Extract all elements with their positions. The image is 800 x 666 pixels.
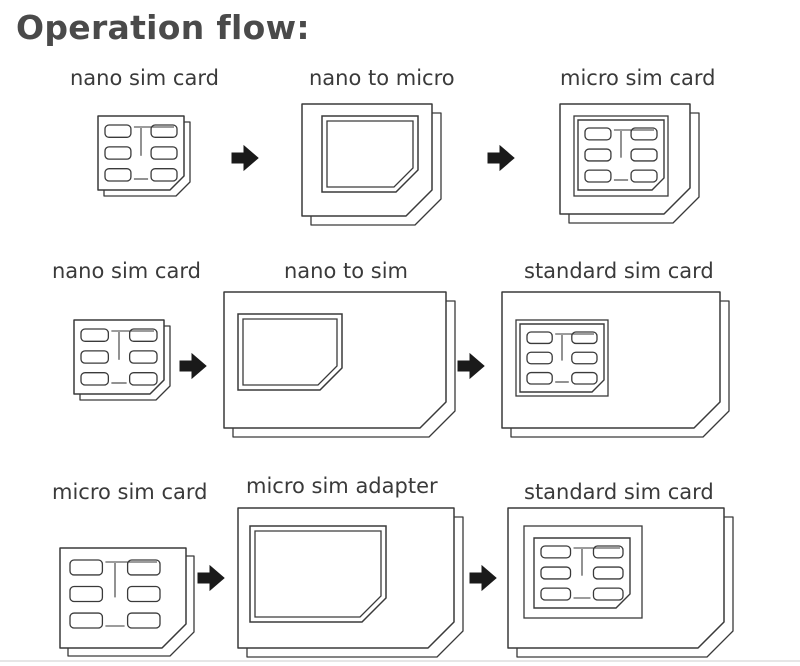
nano-to-sim-adapter-icon [223, 291, 456, 438]
row3-source-label: micro sim card [52, 480, 208, 504]
row1-source-label: nano sim card [70, 66, 219, 90]
standard-sim-card-icon [501, 291, 730, 438]
row3-result-label: standard sim card [524, 480, 714, 504]
row2-source-label: nano sim card [52, 259, 201, 283]
row1-adapter-label: nano to micro [309, 66, 455, 90]
page-title: Operation flow: [16, 8, 310, 47]
nano-sim-card-icon [97, 115, 191, 197]
row-nano-to-micro [97, 103, 700, 226]
row2-adapter-label: nano to sim [284, 259, 409, 283]
right-arrow-icon [197, 564, 225, 592]
row1-result-label: micro sim card [560, 66, 716, 90]
micro-sim-card-icon [559, 103, 700, 224]
right-arrow-icon [179, 352, 207, 380]
nano-to-micro-adapter-icon [301, 103, 442, 226]
right-arrow-icon [231, 144, 259, 172]
row3-adapter-label: micro sim adapter [246, 474, 438, 498]
micro-sim-adapter-icon [237, 507, 464, 658]
micro-sim-card-icon [59, 547, 195, 657]
right-arrow-icon [487, 144, 515, 172]
nano-sim-card-icon [73, 319, 171, 401]
standard-sim-card-icon [507, 507, 734, 658]
row-micro-to-sim [59, 507, 734, 658]
row-nano-to-sim [73, 291, 730, 438]
right-arrow-icon [469, 564, 497, 592]
right-arrow-icon [457, 352, 485, 380]
row2-result-label: standard sim card [524, 259, 714, 283]
bottom-divider [0, 660, 800, 662]
